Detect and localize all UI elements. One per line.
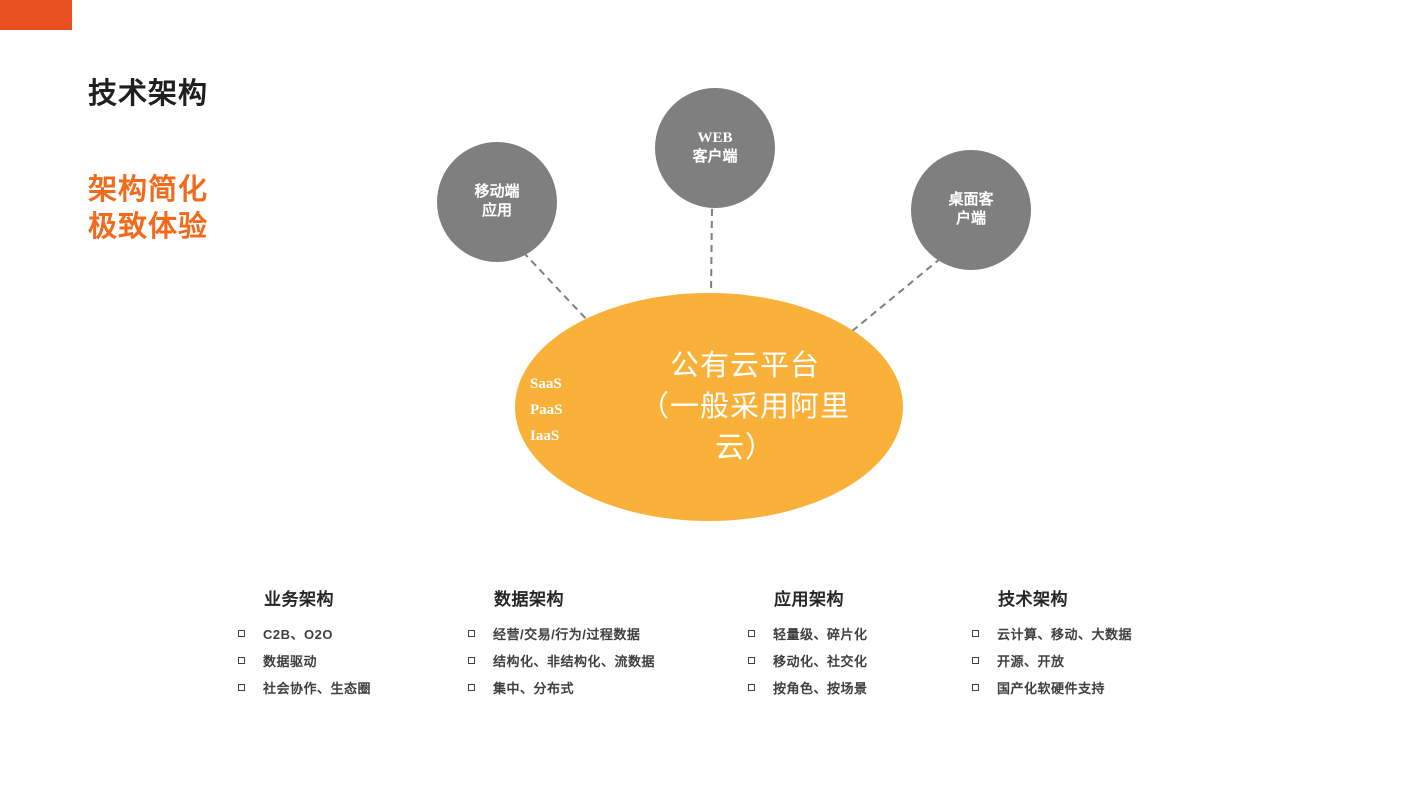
- list-item-text: 国产化软硬件支持: [997, 681, 1106, 696]
- cloud-label-line: 云）: [714, 432, 775, 464]
- list-item-text: 开源、开放: [997, 654, 1065, 669]
- list-item: 移动化、社交化: [748, 651, 868, 670]
- list-item: 集中、分布式: [468, 678, 655, 697]
- list-item: 开源、开放: [972, 651, 1132, 670]
- list-item-text: 社会协作、生态圈: [263, 681, 372, 696]
- layer-label-paas: PaaS: [530, 402, 563, 418]
- list-item-text: 云计算、移动、大数据: [997, 627, 1133, 642]
- node-desktop-client: 桌面客 户端: [911, 150, 1031, 270]
- top-accent-bar: [0, 0, 72, 30]
- bullet-square-icon: [468, 630, 475, 637]
- node-label-line: 客户端: [692, 149, 738, 165]
- bullet-square-icon: [748, 657, 755, 664]
- subtitle-line: 极致体验: [88, 211, 209, 243]
- node-label-line: 应用: [481, 203, 512, 219]
- node-label-line: 户端: [955, 211, 986, 227]
- bullet-square-icon: [238, 684, 245, 691]
- node-mobile-app: 移动端 应用: [437, 142, 557, 262]
- column-app-arch: 应用架构 轻量级、碎片化 移动化、社交化 按角色、按场景: [748, 585, 868, 705]
- list-item: 结构化、非结构化、流数据: [468, 651, 655, 670]
- list-item-text: 移动化、社交化: [773, 654, 868, 669]
- bullet-square-icon: [748, 630, 755, 637]
- column-business-arch: 业务架构 C2B、O2O 数据驱动 社会协作、生态圈: [238, 585, 371, 705]
- cloud-label-line: 公有云平台: [669, 350, 820, 382]
- column-header: 数据架构: [494, 590, 564, 609]
- column-header: 业务架构: [264, 590, 334, 609]
- column-tech-arch: 技术架构 云计算、移动、大数据 开源、开放 国产化软硬件支持: [972, 585, 1132, 705]
- list-item: 按角色、按场景: [748, 678, 868, 697]
- page-title: 技术架构: [88, 78, 209, 110]
- bullet-square-icon: [748, 684, 755, 691]
- node-label-line: 移动端: [474, 184, 520, 200]
- list-item-text: 按角色、按场景: [773, 681, 868, 696]
- list-item-text: 数据驱动: [263, 654, 318, 669]
- slide-subtitle: 架构简化 极致体验: [88, 172, 208, 246]
- list-item: 经营/交易/行为/过程数据: [468, 624, 655, 643]
- subtitle-line: 架构简化: [88, 174, 209, 206]
- bullet-square-icon: [972, 657, 979, 664]
- bullet-square-icon: [468, 657, 475, 664]
- bullet-square-icon: [972, 684, 979, 691]
- list-item: 轻量级、碎片化: [748, 624, 868, 643]
- cloud-label-line: （一般采用阿里: [639, 391, 850, 423]
- node-label-line: 桌面客: [948, 192, 994, 208]
- layer-label-saas: SaaS: [530, 376, 562, 392]
- list-item-text: 集中、分布式: [493, 681, 575, 696]
- connector-desktop-cloud: [850, 257, 942, 333]
- bullet-square-icon: [238, 657, 245, 664]
- node-label-line: WEB: [697, 130, 733, 146]
- node-web-client: WEB 客户端: [655, 88, 775, 208]
- list-item: 国产化软硬件支持: [972, 678, 1132, 697]
- cloud-service-layers: SaaS PaaS IaaS: [530, 371, 563, 449]
- list-item: C2B、O2O: [238, 624, 371, 643]
- cloud-label: 公有云平台 （一般采用阿里 云）: [593, 346, 897, 469]
- list-item: 社会协作、生态圈: [238, 678, 371, 697]
- list-item: 数据驱动: [238, 651, 371, 670]
- bullet-square-icon: [468, 684, 475, 691]
- list-item: 云计算、移动、大数据: [972, 624, 1132, 643]
- connector-web-cloud: [710, 208, 713, 296]
- list-item-text: 经营/交易/行为/过程数据: [493, 627, 641, 642]
- bullet-square-icon: [238, 630, 245, 637]
- connector-mobile-cloud: [522, 251, 590, 323]
- column-header: 应用架构: [774, 590, 844, 609]
- list-item-text: C2B、O2O: [263, 627, 333, 642]
- bullet-square-icon: [972, 630, 979, 637]
- list-item-text: 结构化、非结构化、流数据: [493, 654, 656, 669]
- column-data-arch: 数据架构 经营/交易/行为/过程数据 结构化、非结构化、流数据 集中、分布式: [468, 585, 655, 705]
- column-header: 技术架构: [998, 590, 1068, 609]
- public-cloud-ellipse: [515, 293, 903, 521]
- list-item-text: 轻量级、碎片化: [773, 627, 868, 642]
- layer-label-iaas: IaaS: [530, 428, 560, 444]
